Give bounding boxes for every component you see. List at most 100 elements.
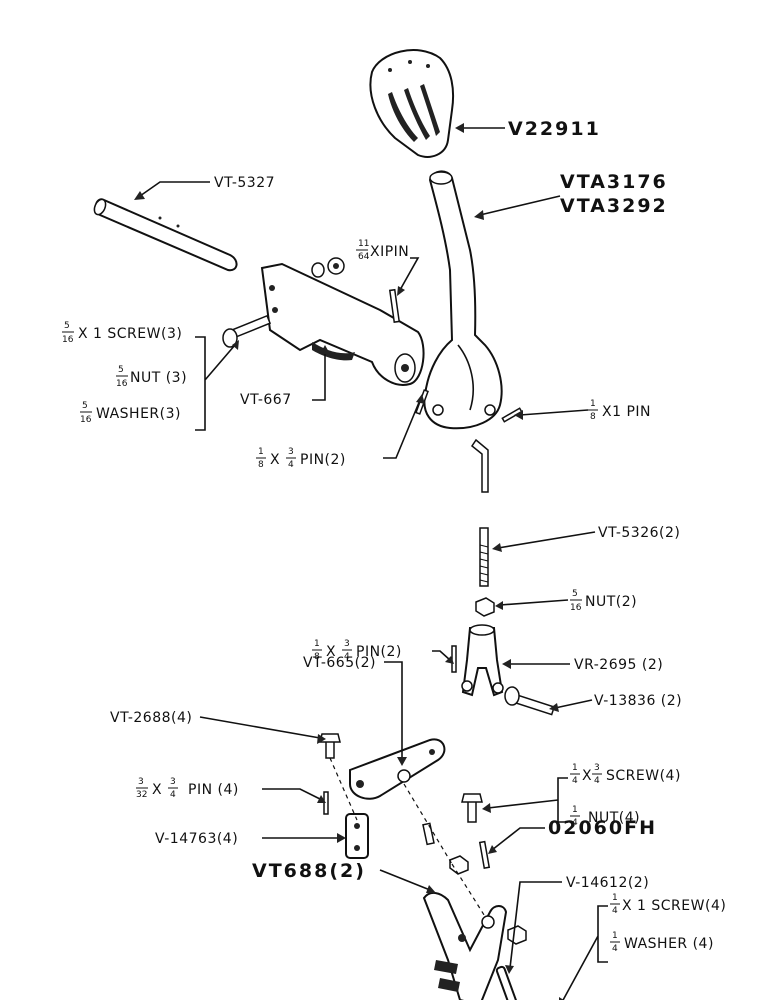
frac-screw3-num: 5 <box>64 321 70 331</box>
frac-pin2b-den2: 4 <box>344 652 350 662</box>
leader-fork <box>379 869 431 891</box>
frac-nut3-den: 16 <box>116 379 128 389</box>
label-block: V-14763(4) <box>155 831 238 847</box>
nut-bottom <box>507 925 527 945</box>
label-link: VT-665(2) <box>303 655 376 671</box>
label-washer4: WASHER (4) <box>624 936 714 952</box>
label-pin2b-end: PIN(2) <box>356 644 402 660</box>
frac-nut2-den: 16 <box>570 603 582 613</box>
leader-pin-right <box>519 409 589 416</box>
label-lever-b: VTA3292 <box>560 195 668 217</box>
label-fork: VT688(2) <box>252 860 366 882</box>
shaft-part <box>93 198 238 272</box>
bracket-part <box>260 262 425 386</box>
label-nut4: NUT(4) <box>588 810 640 826</box>
frac-screw4b-num: 1 <box>612 893 618 903</box>
frac-screw4-num: 1 <box>572 763 578 773</box>
leader-bolt2 <box>554 699 593 709</box>
label-knob: V22911 <box>508 118 601 140</box>
label-pin-top: XIPIN <box>370 244 409 260</box>
leader-link <box>384 661 403 760</box>
screw-washer-left <box>222 314 272 348</box>
label-shaft: VT-5327 <box>214 175 275 191</box>
frac-screw4-num2: 3 <box>594 763 600 773</box>
leader-shaft <box>139 181 210 197</box>
frac-pin4-num2: 3 <box>170 777 176 787</box>
clevis-part <box>461 624 504 697</box>
frac-screw4-den: 4 <box>572 776 578 786</box>
block-part <box>345 813 369 859</box>
threaded-rod-part <box>479 527 489 587</box>
frac-pin2b-den: 8 <box>314 652 320 662</box>
frac-pin-top-num: 11 <box>358 239 369 249</box>
frac-pin2a-num2: 3 <box>288 447 294 457</box>
frac-pin-right-den: 8 <box>590 412 596 422</box>
label-pin2a: X <box>270 452 280 468</box>
frac-pin2a-num: 1 <box>258 447 264 457</box>
frac-nut2-num: 5 <box>572 589 578 599</box>
leader-pin4 <box>262 788 323 801</box>
leader-pin2b <box>432 650 451 661</box>
label-pin-right: X1 PIN <box>602 404 651 420</box>
frac-washer3-num: 5 <box>82 401 88 411</box>
l-rod-part <box>470 438 489 493</box>
leader-screw4 <box>487 777 568 823</box>
leader-lever <box>479 195 561 216</box>
pin-bottom <box>495 965 520 1000</box>
assembly-line-b <box>451 863 487 919</box>
label-screw4-end: SCREW(4) <box>606 768 681 784</box>
screws-middle <box>422 793 483 875</box>
frac-washer4-den: 4 <box>612 944 618 954</box>
leader-pin-top <box>399 257 420 291</box>
bolt-part-right <box>504 686 556 716</box>
frac-screw3-den: 16 <box>62 335 74 345</box>
label-pin-bot: V-14612(2) <box>566 875 649 891</box>
frac-washer3-den: 16 <box>80 415 92 425</box>
frac-screw4-den2: 4 <box>594 776 600 786</box>
frac-pin2a-den2: 4 <box>288 460 294 470</box>
label-nut3: NUT (3) <box>130 370 187 386</box>
label-bracket: VT-667 <box>240 392 292 408</box>
label-screw4: X <box>582 768 592 784</box>
frac-pin-right-num: 1 <box>590 399 596 409</box>
leader-pin-bot <box>509 881 562 969</box>
leader-screw3 <box>195 336 236 431</box>
leader-bolt4 <box>199 716 321 739</box>
small-pin-top <box>388 288 401 323</box>
label-lever-a: VTA3176 <box>560 171 668 193</box>
pin-code <box>478 840 491 870</box>
pin-lever-right <box>501 407 523 423</box>
nut-washer-top <box>311 257 345 278</box>
label-nut2: NUT(2) <box>585 594 637 610</box>
label-rod: VT-5326(2) <box>598 525 680 541</box>
label-clevis: VR-2695 (2) <box>574 657 663 673</box>
lever-part <box>423 170 503 430</box>
frac-pin4-num: 3 <box>138 777 144 787</box>
label-bolt4: VT-2688(4) <box>110 710 192 726</box>
frac-nut4-num: 1 <box>572 805 578 815</box>
fork-part <box>422 892 508 1000</box>
leader-code <box>491 827 545 851</box>
frac-pin2b-num2: 3 <box>344 639 350 649</box>
frac-screw4b-den: 4 <box>612 906 618 916</box>
frac-pin4-den2: 4 <box>170 790 176 800</box>
label-washer3: WASHER(3) <box>96 406 181 422</box>
label-code: 02060FH <box>548 817 657 839</box>
label-pin4-end: PIN (4) <box>188 782 239 798</box>
leader-screw4b <box>562 905 608 1000</box>
frac-pin2b-num: 1 <box>314 639 320 649</box>
nut-part-mid <box>475 597 495 617</box>
label-screw4b: X 1 SCREW(4) <box>622 898 726 914</box>
label-pin4: X <box>152 782 162 798</box>
frac-nut3-num: 5 <box>118 365 124 375</box>
leader-rod <box>497 531 596 549</box>
link-part <box>349 738 446 800</box>
assembly-line-c <box>329 757 358 821</box>
frac-nut4-den: 4 <box>572 818 578 828</box>
frac-washer4-num: 1 <box>612 931 618 941</box>
pin-clevis <box>451 645 457 673</box>
leader-pin2a <box>383 399 421 459</box>
frac-pin2a-den: 8 <box>258 460 264 470</box>
frac-pin4-den: 32 <box>136 790 147 800</box>
